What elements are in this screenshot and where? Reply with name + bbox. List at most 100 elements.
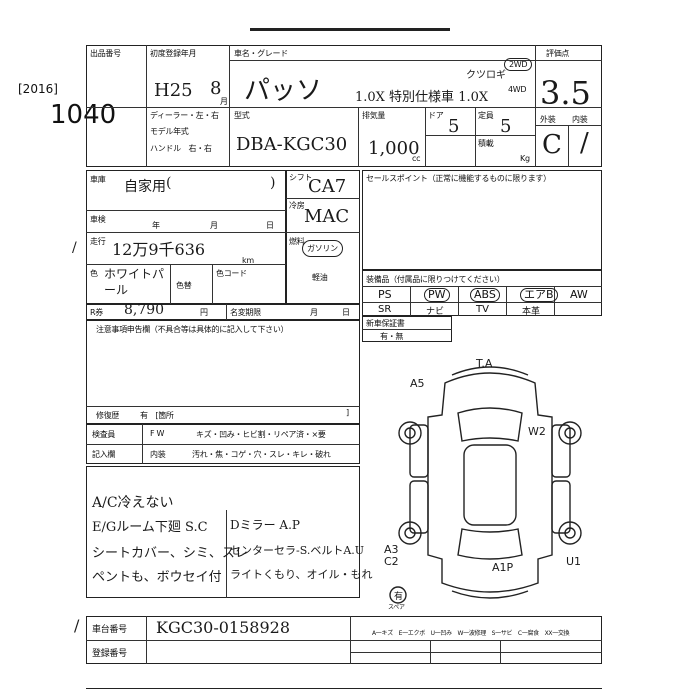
grade-note: クツロギ xyxy=(466,70,506,81)
comment-left-0: A/C冷えない xyxy=(92,495,174,511)
usage-paren-open: ( xyxy=(166,175,172,191)
interior-value: / xyxy=(580,128,589,158)
equip-pw: PW xyxy=(424,288,450,302)
marks-label: 記入欄 xyxy=(92,450,116,459)
exterior-label: 外装 xyxy=(540,115,556,124)
fw-legend: キズ・凹み・ヒビ割・リペア済・×要 xyxy=(196,430,326,439)
mileage-label: 走行 xyxy=(90,237,106,246)
left-front-door xyxy=(409,424,429,478)
shift-block xyxy=(286,170,360,304)
rear-bumper xyxy=(451,590,529,599)
color-value: ホワイトパール xyxy=(104,267,165,297)
ac-label: 冷房 xyxy=(289,201,305,210)
name-change-label: 名変期限 xyxy=(230,308,261,317)
equip-airbag: エアB xyxy=(520,288,558,302)
model-value: DBA-KGC30 xyxy=(236,134,348,155)
spare-label: スペア xyxy=(388,604,405,611)
equipment-block xyxy=(362,270,602,316)
equip-tv: TV xyxy=(476,304,489,315)
right-front-door xyxy=(551,424,571,478)
grade-value: 1.0X 特別仕様車 1.0X xyxy=(355,90,489,105)
repair-label: 修復歴 xyxy=(96,411,120,420)
rear-window xyxy=(457,528,523,560)
new-cert-options: 有・無 xyxy=(380,332,404,341)
drive-2wd: 2WD xyxy=(504,58,533,71)
usage-label: 車庫 xyxy=(90,175,106,184)
chassis-label: 車台番号 xyxy=(92,625,127,635)
equipment-label: 装備品（付属品に限りつけてください） xyxy=(366,275,505,284)
exhibit-no-label: 出品番号 xyxy=(90,49,121,58)
right-rear-door xyxy=(551,480,571,534)
inspection-year: 年 xyxy=(152,221,160,230)
cc-unit: cc xyxy=(412,154,421,163)
model-year-label: モデル年式 xyxy=(150,127,189,136)
name-change-month: 月 xyxy=(310,308,318,317)
equip-aw: AW xyxy=(570,288,588,301)
new-cert-label: 新車保証書 xyxy=(366,319,405,328)
bottom-left-mark: / xyxy=(74,616,80,635)
note-ta: T.A xyxy=(475,357,493,370)
fuel-label: 燃料 xyxy=(289,237,305,246)
notes-block xyxy=(86,320,360,424)
shift-label: シフト xyxy=(289,173,313,182)
reg-no-label: 登録番号 xyxy=(92,649,127,659)
car-name-value: パッソ xyxy=(244,76,323,106)
spare-tire-icon xyxy=(389,586,407,604)
dealer-label: ディーラー・左・右 xyxy=(150,111,219,120)
auction-year: [2016] xyxy=(18,82,58,96)
fuel-gasoline: ガソリン xyxy=(302,240,343,257)
comments-block xyxy=(86,466,360,598)
repair-bracket-close: ] xyxy=(346,408,349,417)
comment-right-2: ライトくもり、オイル・もれ xyxy=(230,568,373,581)
left-rear-door xyxy=(409,480,429,534)
front-bumper xyxy=(451,366,529,376)
fuel-diesel: 軽油 xyxy=(312,273,328,282)
sales-point-block xyxy=(362,170,602,270)
mileage-value: 12万9千636 xyxy=(112,240,206,259)
reg-month-unit: 月 xyxy=(220,97,228,106)
recycle-value: 8,790 xyxy=(124,302,165,318)
comment-right-1: センターセラ-S.ベルトA.U xyxy=(230,544,365,557)
handle-label: ハンドル 右・右 xyxy=(150,144,212,153)
exterior-value: C xyxy=(542,130,562,160)
km-unit: km xyxy=(242,256,254,265)
front-right-hub xyxy=(564,427,576,439)
displacement-value: 1,000 xyxy=(368,138,420,159)
note-a5: A5 xyxy=(410,377,425,390)
interior-legend: 汚れ・焦・コゲ・穴・スレ・キレ・破れ xyxy=(192,450,331,459)
note-c2: C2 xyxy=(384,555,399,568)
equip-abs: ABS xyxy=(470,288,500,302)
ac-value: MAC xyxy=(304,206,350,227)
equip-sr: SR xyxy=(378,304,392,315)
inspection-day: 日 xyxy=(266,221,274,230)
rear-left-hub xyxy=(404,527,416,539)
interior-row-label: 内装 xyxy=(150,450,166,459)
front-left-hub xyxy=(404,427,416,439)
comment-left-1: E/Gルーム下廻 S.C xyxy=(92,520,208,535)
color-label: 色 xyxy=(90,269,98,278)
inspection-month: 月 xyxy=(210,221,218,230)
score-label: 評価点 xyxy=(546,49,570,58)
reg-era: H25 xyxy=(154,80,193,101)
drive-4wd: 4WD xyxy=(508,85,527,94)
equip-leather: 本革 xyxy=(522,307,541,317)
car-outline xyxy=(427,372,553,593)
car-damage-diagram: T.A A5 W2 A3 C2 A1P U1 有 xyxy=(384,357,582,604)
note-a3: A3 xyxy=(384,543,399,556)
notes-label: 注意事項申告欄（不具合等は具体的に記入して下さい） xyxy=(96,325,289,334)
inspector-label: 検査員 xyxy=(92,430,116,439)
recycle-row xyxy=(86,304,360,320)
name-change-day: 日 xyxy=(342,308,350,317)
note-spare-yes: 有 xyxy=(394,590,403,602)
left-margin-mark: / xyxy=(72,240,77,256)
rear-right-wheel xyxy=(558,521,582,545)
color-change-label: 色替 xyxy=(176,281,192,290)
diagram-legend: A一キズ E一エクボ U一凹み W一波修理 S一サビ C一腐食 XX一交換 xyxy=(372,630,570,637)
recycle-label: R券 xyxy=(90,308,103,317)
seats-label: 定員 xyxy=(478,111,494,120)
equip-ps: PS xyxy=(378,288,392,301)
note-u1: U1 xyxy=(566,555,581,568)
details-block xyxy=(86,170,286,304)
doors-label: ドア xyxy=(428,111,444,120)
shift-value: CA7 xyxy=(308,176,347,197)
